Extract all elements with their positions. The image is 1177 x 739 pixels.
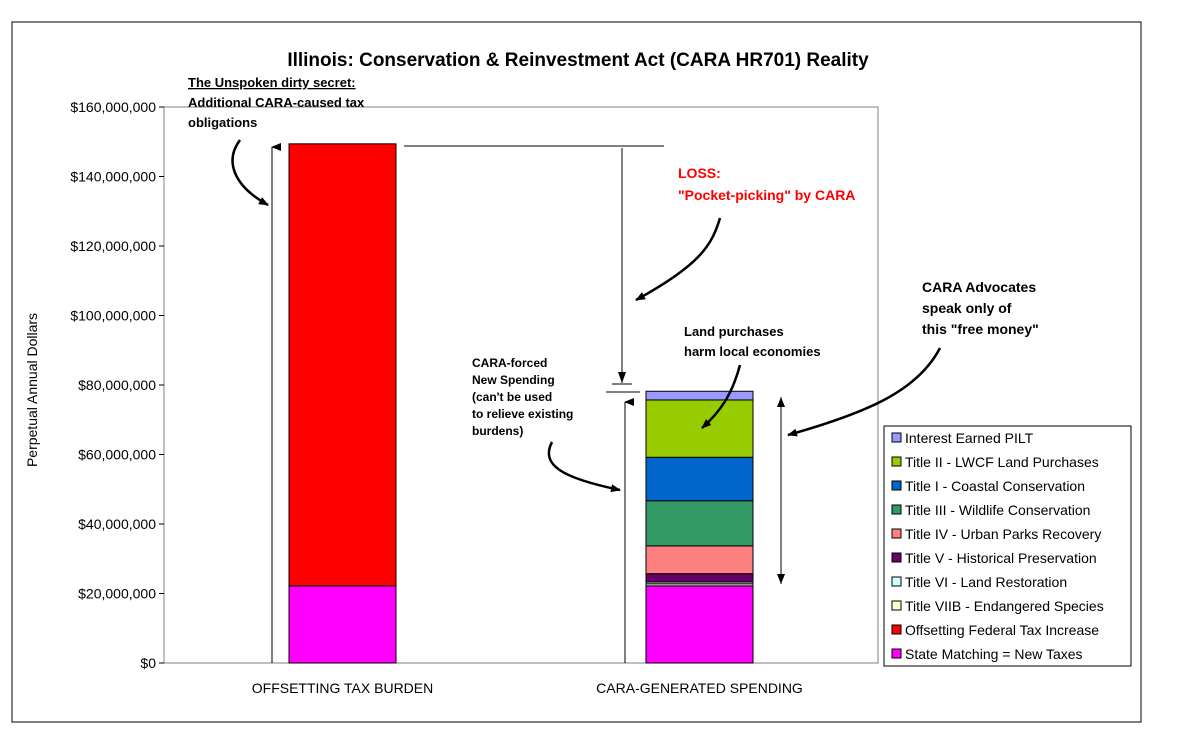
bar-segment (645, 456, 754, 502)
legend-swatch (891, 576, 902, 587)
forced-line2: New Spending (472, 373, 555, 387)
legend-label: State Matching = New Taxes (905, 646, 1083, 662)
land-line2: harm local economies (684, 344, 821, 359)
legend-swatch (891, 648, 902, 659)
y-tick-label: $160,000,000 (70, 99, 156, 115)
bars (288, 143, 754, 664)
y-tick-label: $140,000,000 (70, 169, 156, 185)
land-arrow (701, 364, 742, 429)
bar-segment (645, 585, 754, 664)
y-tick-label: $40,000,000 (78, 516, 156, 532)
legend-swatch (891, 480, 902, 491)
y-axis-label: Perpetual Annual Dollars (24, 313, 40, 467)
secret-line2: obligations (188, 115, 257, 130)
bar-segment (645, 573, 754, 583)
legend-label: Title VIIB - Endangered Species (905, 598, 1104, 614)
legend-label: Title III - Wildlife Conservation (905, 502, 1090, 518)
y-tick-label: $80,000,000 (78, 377, 156, 393)
legend: Interest Earned PILT Title II - LWCF Land… (883, 425, 1132, 667)
y-tick-label: $0 (140, 655, 156, 671)
chart-title: Illinois: Conservation & Reinvestment Ac… (287, 50, 869, 71)
y-tick-label: $20,000,000 (78, 586, 156, 602)
forced-arrow (547, 441, 621, 493)
legend-swatch (891, 432, 902, 443)
loss-arrow (635, 217, 722, 302)
bar-segment (645, 399, 754, 458)
legend-label: Title VI - Land Restoration (905, 574, 1067, 590)
advocates-arrow (787, 347, 942, 437)
loss-dimension-arrowhead (618, 372, 626, 383)
free-money-arrowhead-bottom (777, 574, 785, 584)
bar-segment (288, 585, 397, 664)
y-tick-label: $60,000,000 (78, 447, 156, 463)
free-money-arrowhead-top (777, 397, 785, 407)
advocates-line3: this "free money" (922, 321, 1039, 337)
y-tick-label: $100,000,000 (70, 308, 156, 324)
bar-segment (645, 545, 754, 575)
legend-box (883, 425, 1132, 667)
bar-segment (288, 143, 397, 587)
advocates-line1: CARA Advocates (922, 279, 1036, 295)
x-axis-labels: OFFSETTING TAX BURDEN CARA-GENERATED SPEN… (252, 680, 803, 696)
loss-line1: LOSS: (678, 165, 721, 181)
forced-line5: burdens) (472, 424, 523, 438)
plot-area (163, 106, 879, 664)
y-tick-label: $120,000,000 (70, 238, 156, 254)
forced-line4: to relieve existing (472, 407, 573, 421)
legend-label: Offsetting Federal Tax Increase (905, 622, 1099, 638)
advocates-line2: speak only of (922, 300, 1012, 316)
x-category-label: OFFSETTING TAX BURDEN (252, 680, 434, 696)
legend-label: Title IV - Urban Parks Recovery (905, 526, 1101, 542)
legend-swatch (891, 552, 902, 563)
legend-swatch (891, 600, 902, 611)
legend-swatch (891, 528, 902, 539)
secret-line1: Additional CARA-caused tax (188, 95, 365, 110)
bar-segment (645, 390, 754, 401)
legend-swatch (891, 456, 902, 467)
bar-segment (645, 500, 754, 547)
legend-label: Interest Earned PILT (905, 430, 1034, 446)
forced-line3: (can't be used (472, 390, 552, 404)
secret-heading: The Unspoken dirty secret: (188, 75, 356, 90)
y-axis: $0 $20,000,000 $40,000,000 $60,000,000 $80,0… (70, 99, 164, 671)
legend-label: Title II - LWCF Land Purchases (905, 454, 1099, 470)
legend-label: Title I - Coastal Conservation (905, 478, 1085, 494)
secret-arrow (231, 139, 269, 207)
legend-swatch (891, 624, 902, 635)
loss-line2: "Pocket-picking" by CARA (678, 187, 855, 203)
x-category-label: CARA-GENERATED SPENDING (596, 680, 803, 696)
land-line1: Land purchases (684, 324, 784, 339)
forced-line1: CARA-forced (472, 356, 547, 370)
legend-swatch (891, 504, 902, 515)
legend-label: Title V - Historical Preservation (905, 550, 1097, 566)
